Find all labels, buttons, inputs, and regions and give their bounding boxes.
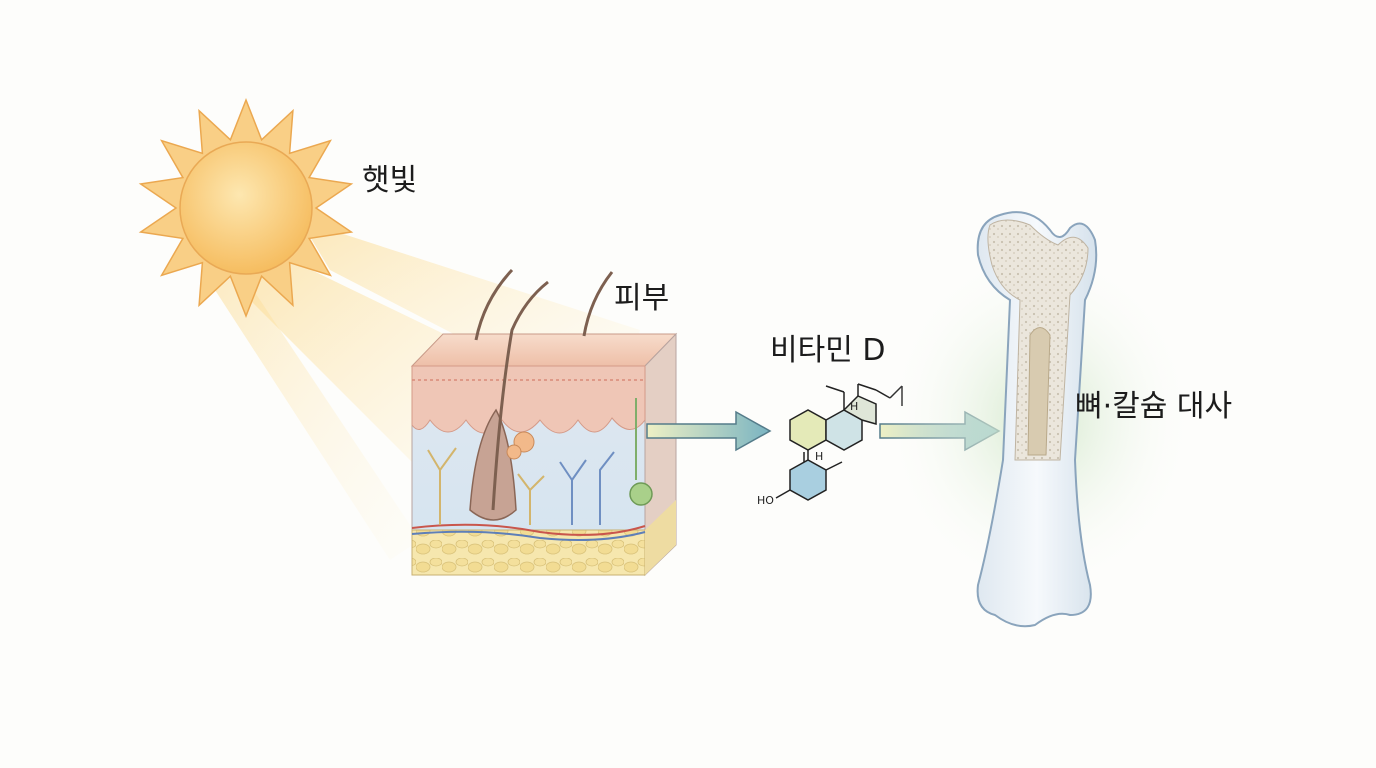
- sun-icon: [138, 97, 354, 319]
- molecule-atom-ho: HO: [757, 494, 774, 507]
- vitamin-d-molecule: [775, 383, 903, 501]
- label-vitamin-d: 비타민 D: [770, 333, 886, 368]
- label-skin: 피부: [614, 281, 670, 316]
- skin-cross-section: [410, 268, 678, 577]
- label-sunlight: 햇빛: [362, 163, 418, 198]
- molecule-atom-h1: H: [850, 400, 858, 413]
- molecule-atom-h2: H: [815, 450, 823, 463]
- label-bone-calcium-metabolism: 뼈·칼슘 대사: [1075, 389, 1233, 424]
- femur-bone: [976, 211, 1098, 628]
- arrow-skin-to-vitamin: [646, 410, 772, 452]
